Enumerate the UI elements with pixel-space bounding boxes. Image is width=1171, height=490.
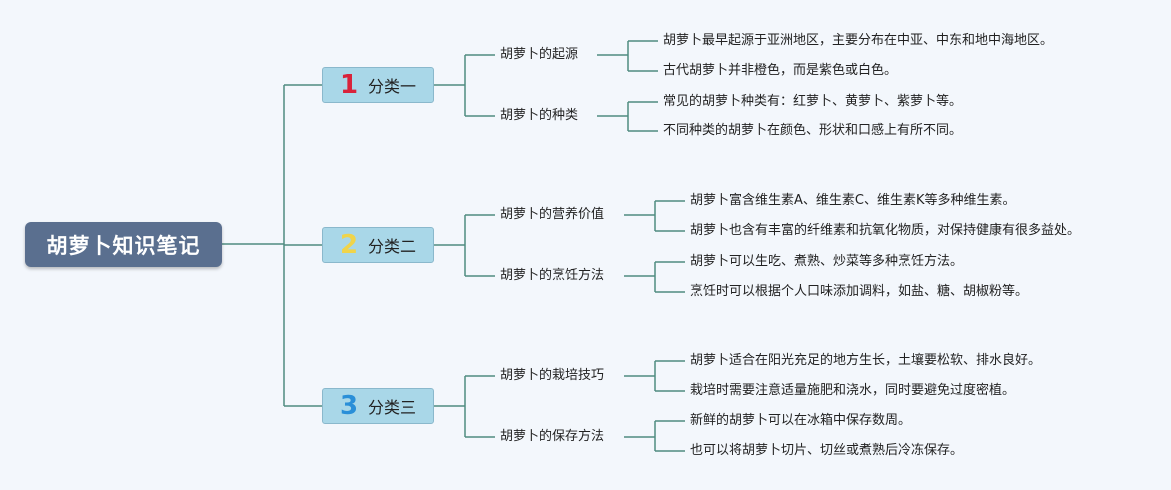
detail-cooking-2: 烹饪时可以根据个人口味添加调料，如盐、糖、胡椒粉等。 xyxy=(690,284,1029,299)
detail-cultivation-1: 胡萝卜适合在阳光充足的地方生长，土壤要松软、排水良好。 xyxy=(690,353,1042,368)
root-title: 胡萝卜知识笔记 xyxy=(46,233,201,258)
category-label-3: 分类三 xyxy=(368,398,417,417)
detail-origin-1: 胡萝卜最早起源于亚洲地区，主要分布在中亚、中东和地中海地区。 xyxy=(663,33,1054,48)
topic-storage[interactable]: 胡萝卜的保存方法 xyxy=(500,429,605,444)
detail-varieties-1: 常见的胡萝卜种类有：红萝卜、黄萝卜、紫萝卜等。 xyxy=(663,94,963,109)
topic-cultivation[interactable]: 胡萝卜的栽培技巧 xyxy=(500,368,605,383)
category-node-3[interactable]: 3 分类三 xyxy=(322,388,434,424)
number-badge-3: 3 xyxy=(339,391,359,421)
root-node[interactable]: 胡萝卜知识笔记 xyxy=(25,222,222,267)
detail-origin-2: 古代胡萝卜并非橙色，而是紫色或白色。 xyxy=(663,63,898,78)
topic-nutrition[interactable]: 胡萝卜的营养价值 xyxy=(500,207,605,222)
topic-cooking[interactable]: 胡萝卜的烹饪方法 xyxy=(500,268,605,283)
detail-storage-1: 新鲜的胡萝卜可以在冰箱中保存数周。 xyxy=(690,413,912,428)
detail-cooking-1: 胡萝卜可以生吃、煮熟、炒菜等多种烹饪方法。 xyxy=(690,254,964,269)
number-badge-2: 2 xyxy=(339,230,359,260)
category-label-1: 分类一 xyxy=(368,77,417,96)
number-badge-1: 1 xyxy=(339,70,359,100)
detail-nutrition-2: 胡萝卜也含有丰富的纤维素和抗氧化物质，对保持健康有很多益处。 xyxy=(690,223,1081,238)
detail-storage-2: 也可以将胡萝卜切片、切丝或煮熟后冷冻保存。 xyxy=(690,443,964,458)
category-node-2[interactable]: 2 分类二 xyxy=(322,227,434,263)
topic-varieties[interactable]: 胡萝卜的种类 xyxy=(500,108,579,123)
detail-cultivation-2: 栽培时需要注意适量施肥和浇水，同时要避免过度密植。 xyxy=(690,383,1016,398)
topic-origin[interactable]: 胡萝卜的起源 xyxy=(500,47,579,62)
category-label-2: 分类二 xyxy=(368,237,417,256)
category-node-1[interactable]: 1 分类一 xyxy=(322,67,434,103)
detail-varieties-2: 不同种类的胡萝卜在颜色、形状和口感上有所不同。 xyxy=(663,123,963,138)
detail-nutrition-1: 胡萝卜富含维生素A、维生素C、维生素K等多种维生素。 xyxy=(690,193,1016,208)
